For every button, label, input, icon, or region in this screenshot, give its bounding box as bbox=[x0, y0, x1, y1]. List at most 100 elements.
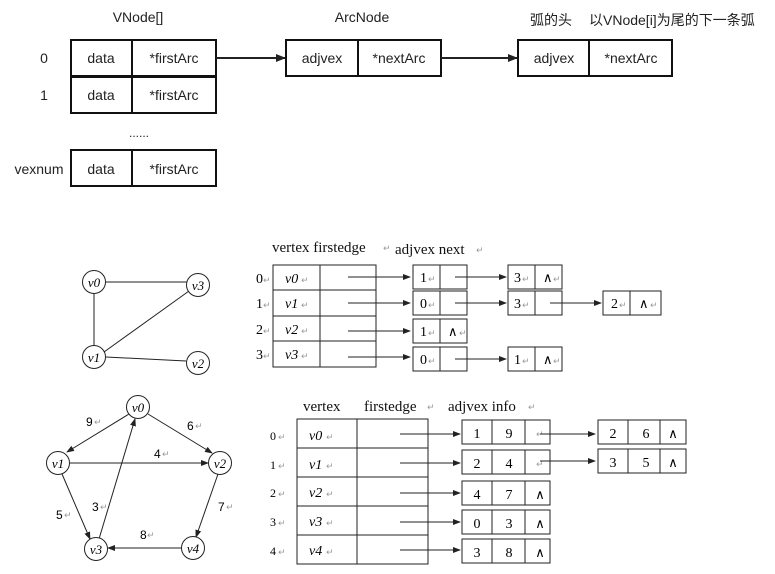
svg-text:↵: ↵ bbox=[263, 301, 271, 311]
firstedge-header: firstedge bbox=[364, 399, 417, 415]
adjvex-next-header: adjvex next bbox=[395, 242, 465, 258]
svg-text:3: 3 bbox=[610, 456, 617, 471]
svg-text:↵: ↵ bbox=[619, 301, 627, 311]
svg-text:↵: ↵ bbox=[162, 450, 170, 460]
edge-node: 1 9 ↵ bbox=[461, 419, 551, 445]
edge-node: 1 ↵ ∧ ↵ bbox=[507, 346, 563, 372]
vnode-firstarc-field: *firstArc bbox=[150, 50, 199, 66]
row-label-0: 0 bbox=[40, 50, 48, 66]
undirected-row-2: 2 ↵ v2 ↵ bbox=[256, 323, 309, 338]
graph-node-v4: v4 bbox=[181, 536, 205, 560]
svg-text:↵: ↵ bbox=[278, 462, 286, 472]
svg-text:v0: v0 bbox=[88, 275, 101, 290]
vertex-name: v2 bbox=[309, 486, 322, 501]
vnode-data-field: data bbox=[87, 50, 114, 66]
svg-text:↵: ↵ bbox=[326, 519, 334, 529]
svg-text:3: 3 bbox=[514, 271, 521, 286]
graph-edge bbox=[195, 473, 219, 538]
svg-text:↵: ↵ bbox=[226, 503, 234, 513]
svg-text:↵: ↵ bbox=[522, 301, 530, 311]
vnode-row-1: data *firstArc bbox=[70, 76, 217, 114]
undirected-graph: v0 v3 v1 v2 bbox=[82, 270, 210, 375]
edge-node: 0 ↵ bbox=[412, 346, 468, 372]
svg-text:↵: ↵ bbox=[278, 433, 286, 443]
svg-text:↵: ↵ bbox=[263, 327, 271, 337]
svg-text:↵: ↵ bbox=[263, 276, 271, 286]
graph-node-v0: v0 bbox=[126, 395, 150, 419]
row-label-1: 1 bbox=[40, 87, 48, 103]
svg-text:↵: ↵ bbox=[427, 403, 435, 413]
null-symbol: ∧ bbox=[448, 324, 458, 339]
graph-edge bbox=[61, 473, 91, 540]
graph-node-v1: v1 bbox=[46, 451, 70, 475]
svg-text:↵: ↵ bbox=[553, 357, 561, 367]
svg-text:2: 2 bbox=[611, 297, 618, 312]
vertex-name: v2 bbox=[285, 323, 298, 338]
svg-text:↵: ↵ bbox=[147, 531, 155, 541]
row-index: 2 bbox=[256, 323, 263, 338]
vnode-data-field: data bbox=[87, 161, 114, 177]
svg-text:3: 3 bbox=[514, 297, 521, 312]
vertex-header: vertex bbox=[303, 399, 341, 415]
svg-text:v1: v1 bbox=[88, 350, 100, 365]
null-symbol: ∧ bbox=[668, 426, 678, 441]
edge-weight: 3 bbox=[92, 500, 99, 514]
svg-text:↵: ↵ bbox=[528, 403, 536, 413]
structure-definition: VNode[] ArcNode 弧的头 以VNode[i]为尾的下一条弧 0 1… bbox=[14, 9, 755, 187]
graph-edge bbox=[147, 413, 213, 454]
null-symbol: ∧ bbox=[535, 545, 545, 560]
graph-edge bbox=[66, 413, 130, 453]
arcnode-adjvex-field: adjvex bbox=[534, 50, 574, 66]
graph-node-v1: v1 bbox=[82, 345, 106, 369]
vnode-title: VNode[] bbox=[113, 9, 164, 25]
svg-text:↵: ↵ bbox=[326, 490, 334, 500]
svg-text:↵: ↵ bbox=[553, 275, 561, 285]
vnode-row-vexnum: data *firstArc bbox=[70, 149, 217, 187]
vertex-name: v0 bbox=[285, 272, 298, 287]
row-index: 0 bbox=[256, 272, 263, 287]
edge-weight: 6 bbox=[187, 419, 194, 433]
svg-text:1: 1 bbox=[514, 353, 521, 368]
row-index: 0 bbox=[270, 429, 276, 443]
row-index: 2 bbox=[270, 486, 276, 500]
vnode-firstarc-field: *firstArc bbox=[150, 87, 199, 103]
graph-node-v2: v2 bbox=[208, 451, 232, 475]
null-symbol: ∧ bbox=[535, 516, 545, 531]
edge-node: 3 ↵ ∧ ↵ bbox=[507, 264, 563, 290]
edge-node: 3 ↵ bbox=[507, 290, 563, 316]
svg-text:4: 4 bbox=[506, 457, 513, 472]
svg-text:6: 6 bbox=[643, 427, 650, 442]
svg-text:v3: v3 bbox=[192, 278, 205, 293]
undirected-row-0: 0 ↵ v0 ↵ bbox=[256, 272, 309, 287]
edge-weight: 5 bbox=[56, 508, 63, 522]
svg-text:↵: ↵ bbox=[428, 275, 436, 285]
arcnode-box: adjvex *nextArc bbox=[285, 39, 442, 77]
vertex-name: v4 bbox=[309, 544, 322, 559]
arcnode-title: ArcNode bbox=[335, 9, 390, 25]
svg-text:0: 0 bbox=[474, 517, 481, 532]
svg-text:↵: ↵ bbox=[301, 352, 309, 362]
adjvex-info-header: adjvex info bbox=[448, 399, 516, 415]
arc-head-note: 弧的头 bbox=[530, 12, 572, 28]
vertex-name: v0 bbox=[309, 429, 322, 444]
null-symbol: ∧ bbox=[543, 352, 553, 367]
vnode-row-0: data *firstArc bbox=[70, 39, 217, 77]
directed-adjacency-list: vertex firstedge ↵ adjvex info ↵ 0 ↵ v0 … bbox=[270, 399, 687, 565]
svg-text:↵: ↵ bbox=[536, 460, 544, 470]
vertex-firstedge-header: vertex firstedge bbox=[272, 240, 366, 256]
edge-node: 3 5 ∧ bbox=[597, 448, 687, 474]
return-mark: ↵ bbox=[476, 246, 484, 256]
svg-text:3: 3 bbox=[474, 546, 481, 561]
edge-node: 1 ↵ ∧ ↵ bbox=[412, 318, 468, 344]
svg-text:0: 0 bbox=[420, 353, 427, 368]
svg-text:↵: ↵ bbox=[278, 548, 286, 558]
svg-text:↵: ↵ bbox=[459, 329, 467, 339]
svg-text:4: 4 bbox=[474, 488, 481, 503]
svg-text:↵: ↵ bbox=[263, 352, 271, 362]
vertex-name: v1 bbox=[285, 297, 298, 312]
svg-text:↵: ↵ bbox=[522, 275, 530, 285]
graph-node-v2: v2 bbox=[186, 351, 210, 375]
svg-text:↵: ↵ bbox=[428, 329, 436, 339]
row-index: 4 bbox=[270, 544, 276, 558]
